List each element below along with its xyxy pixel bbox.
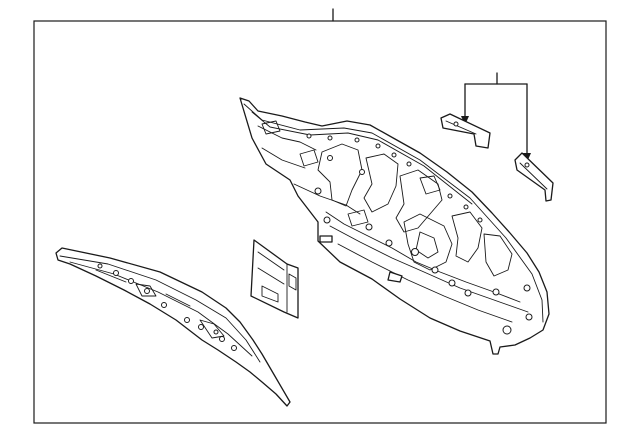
bracket-callout	[461, 72, 531, 162]
back-panel-reinforcement	[55, 247, 291, 407]
rear-body-panel	[239, 97, 550, 355]
small-bracket	[250, 239, 299, 319]
brace-left	[440, 113, 491, 149]
brace-right	[514, 152, 554, 202]
